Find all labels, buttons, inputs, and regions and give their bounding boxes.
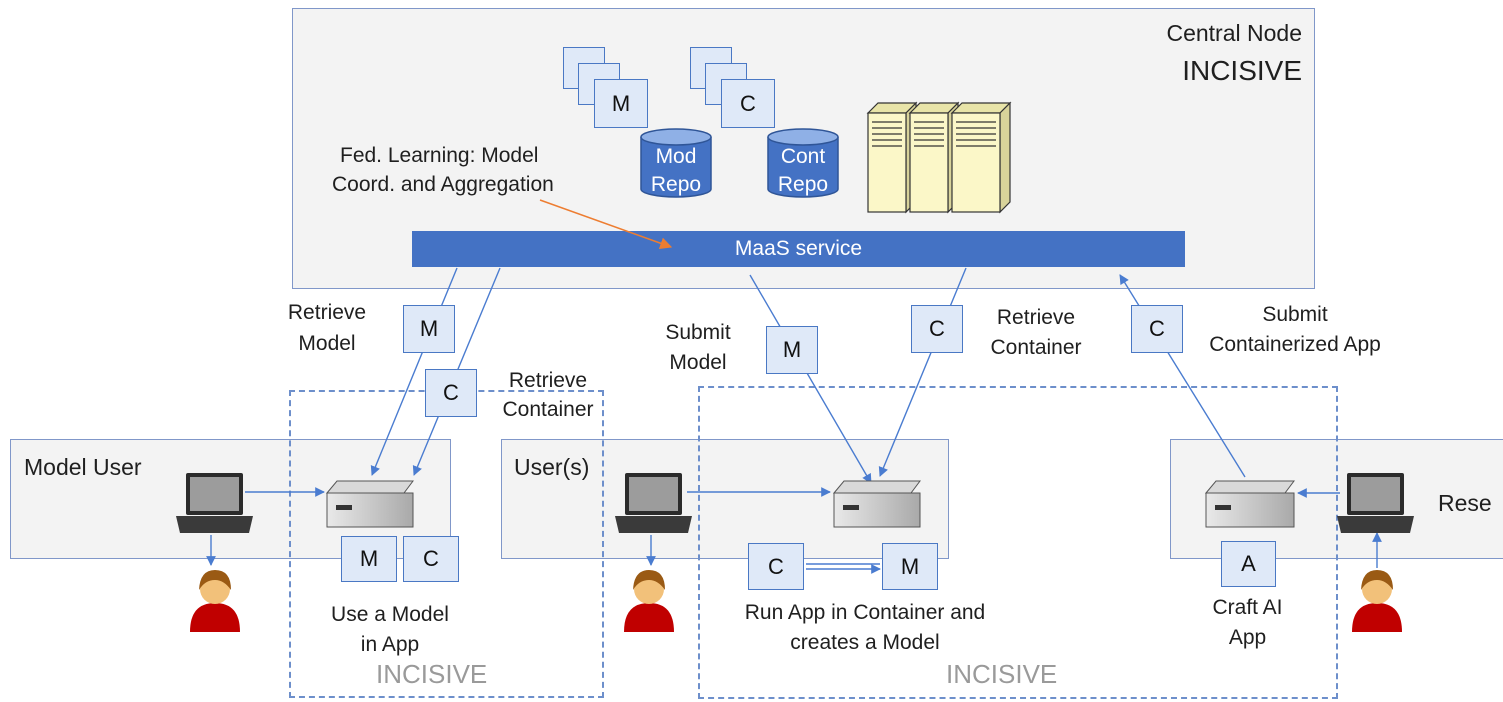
laptop-icon [1337, 473, 1414, 533]
model-repo-label-2: Repo [651, 173, 701, 196]
person-icon [1352, 570, 1402, 632]
submit-app-tag: C [1131, 305, 1183, 353]
incisive-right-label: INCISIVE [946, 659, 1058, 689]
laptop-icon [615, 473, 692, 533]
submit-model-label-2: Model [669, 351, 727, 374]
incisive-left-label: INCISIVE [376, 659, 488, 689]
container-repo-cylinder [767, 128, 839, 198]
submit-model-tag: M [766, 326, 818, 374]
researcher-title: Rese [1438, 490, 1492, 516]
retrieve-container-mid-label-1: Retrieve [996, 306, 1076, 329]
maas-service-bar [412, 231, 1185, 267]
retrieve-model-label-2: Model [298, 332, 356, 355]
researcher-caption-2: App [1228, 626, 1267, 649]
maas-service-label: MaaS service [734, 237, 863, 260]
edge-server-icon [1204, 480, 1295, 528]
fed-learning-arrow [539, 199, 673, 250]
container-repo-label-2: Repo [778, 173, 828, 196]
model-repo-label-1: Mod [656, 145, 697, 168]
model-user-container-tag: C [403, 536, 459, 582]
users-container-tag: C [748, 543, 804, 590]
submit-app-label-1: Submit [1262, 303, 1328, 326]
researcher-caption-1: Craft AI [1212, 596, 1283, 619]
person-icon [624, 570, 674, 632]
users-caption-1: Run App in Container and [744, 601, 986, 624]
container-repo-label-1: Cont [781, 145, 826, 168]
retrieve-container-mid-label-2: Container [990, 336, 1082, 359]
retrieve-container-left-label-1: Retrieve [508, 369, 588, 392]
retrieve-container-tag-mid: C [911, 305, 963, 353]
edge-server-icon [325, 480, 414, 528]
users-caption-2: creates a Model [790, 631, 940, 654]
retrieve-model-tag: M [403, 305, 455, 353]
laptop-icon [176, 473, 253, 533]
edge-server-icon [832, 480, 921, 528]
model-user-caption-1: Use a Model [331, 603, 449, 626]
person-icon [190, 570, 240, 632]
server-rack-icon [866, 101, 1012, 214]
users-model-tag: M [882, 543, 938, 590]
retrieve-container-tag-left: C [425, 369, 477, 417]
model-user-model-tag: M [341, 536, 397, 582]
central-node-subtitle: INCISIVE [1182, 55, 1302, 86]
users-title: User(s) [514, 454, 590, 480]
submit-model-label-1: Submit [665, 321, 731, 344]
fed-learning-label-line1: Fed. Learning: Model [340, 144, 539, 167]
model-user-title: Model User [24, 454, 142, 480]
submit-app-label-2: Containerized App [1209, 333, 1381, 356]
model-stack-card-front: M [594, 79, 648, 128]
container-stack-card-front: C [721, 79, 775, 128]
model-repo-cylinder [640, 128, 712, 198]
retrieve-container-left-label-2: Container [502, 398, 594, 421]
retrieve-model-label-1: Retrieve [287, 301, 367, 324]
fed-learning-label-line2: Coord. and Aggregation [332, 173, 554, 196]
central-node-title: Central Node [1166, 20, 1302, 46]
incisive-boundary-right [698, 386, 1338, 699]
model-user-caption-2: in App [360, 633, 420, 656]
researcher-app-tag: A [1221, 541, 1276, 587]
